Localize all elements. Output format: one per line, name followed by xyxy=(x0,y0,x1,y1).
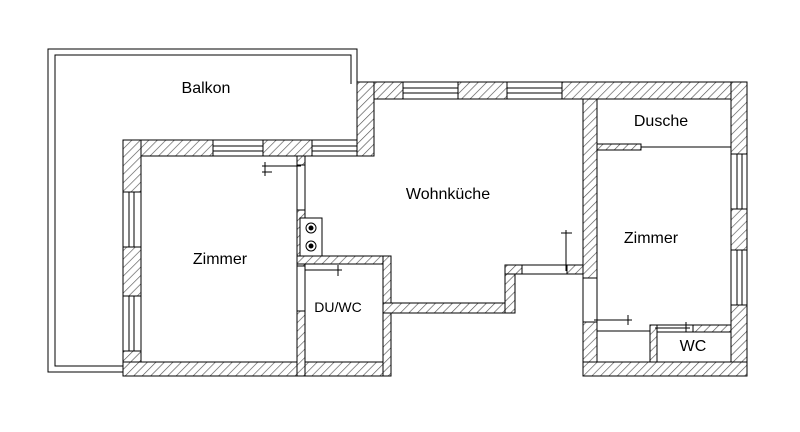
window xyxy=(311,139,358,157)
room-label-wc: WC xyxy=(680,338,707,355)
wall-right-outer xyxy=(730,81,748,377)
wall-kitchen-left xyxy=(356,81,375,157)
windows xyxy=(122,81,748,352)
wall-left-bottom xyxy=(122,361,392,377)
door xyxy=(262,162,306,211)
room-label-wohnkueche: Wohnküche xyxy=(406,186,490,203)
wall-right-bottom xyxy=(582,361,748,377)
room-label-balkon: Balkon xyxy=(182,80,231,97)
window xyxy=(506,81,563,100)
window xyxy=(212,139,264,157)
door xyxy=(582,277,632,325)
room-label-du-wc: DU/WC xyxy=(314,299,361,315)
room-label-dusche: Dusche xyxy=(634,113,688,130)
door xyxy=(521,230,572,275)
thin-lines xyxy=(597,146,731,332)
wall-duwc-top xyxy=(296,255,392,265)
doors xyxy=(262,162,694,333)
window xyxy=(122,295,142,352)
wall-duwc-right xyxy=(382,255,392,377)
door xyxy=(296,265,342,312)
window xyxy=(402,81,459,100)
wall-right-middle xyxy=(582,98,598,377)
window xyxy=(730,249,748,306)
wall-wc-left xyxy=(649,324,658,363)
wall-dusche-divider xyxy=(596,143,642,151)
wall-kitchen-bottom xyxy=(382,302,513,314)
room-label-zimmer-left: Zimmer xyxy=(193,251,248,268)
door xyxy=(655,322,694,333)
window xyxy=(730,153,748,210)
room-label-zimmer-right: Zimmer xyxy=(624,230,679,247)
window xyxy=(122,191,142,248)
balcony xyxy=(47,48,358,373)
stove xyxy=(299,217,323,257)
